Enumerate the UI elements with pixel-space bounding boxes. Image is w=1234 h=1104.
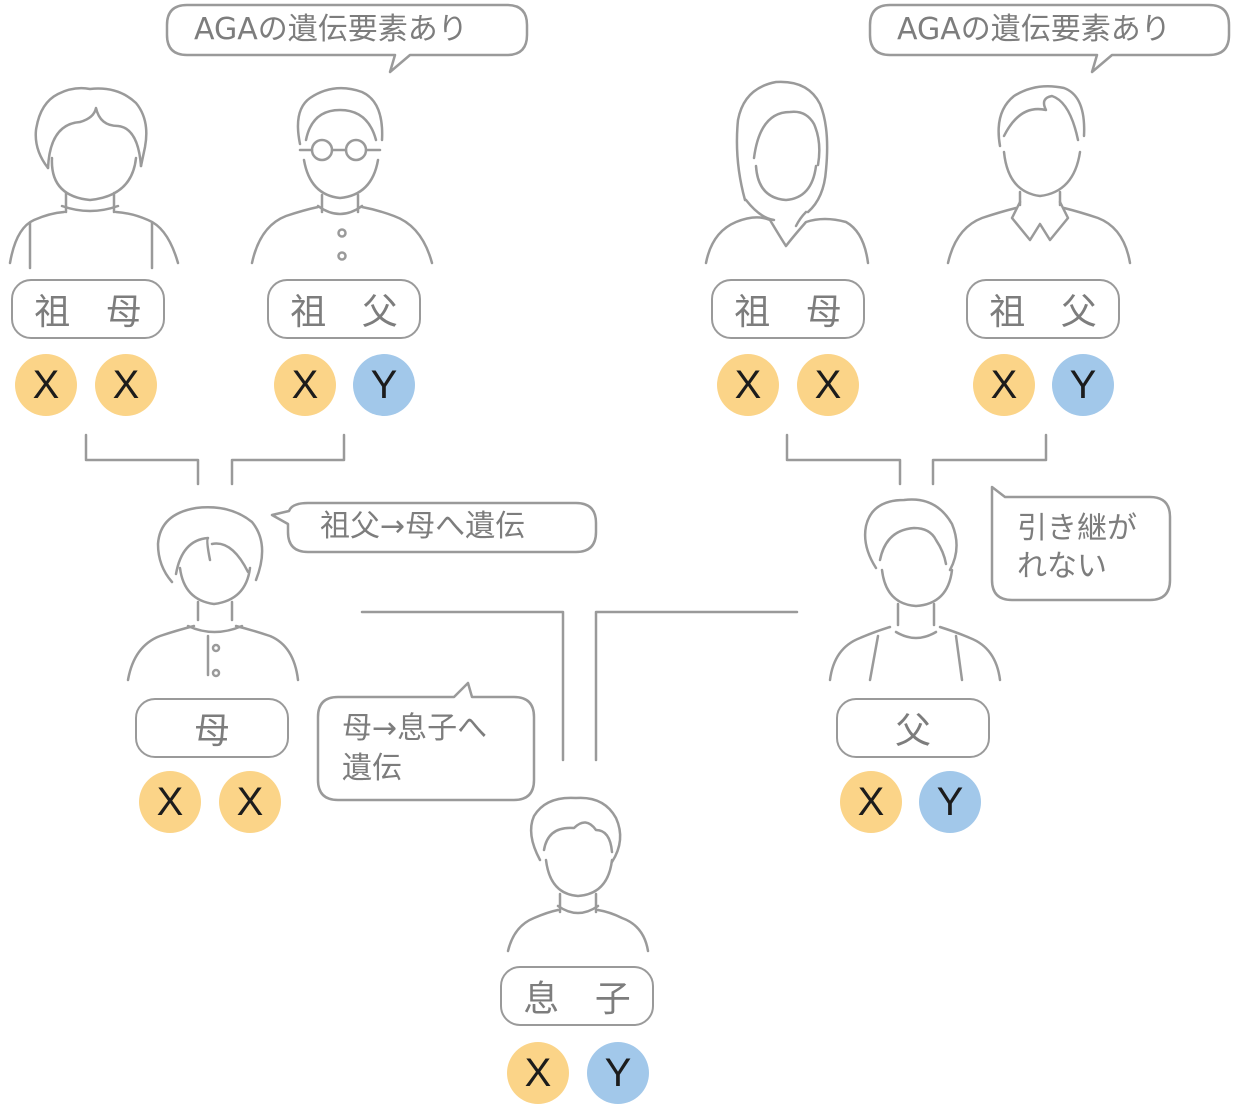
maternal-grandfather-label: 祖 父 [267,279,421,339]
father-no-inherit-note-line-1: 引き継が [1017,511,1137,546]
connector-paternal-grandparents [785,433,1048,486]
maternal-grandfather-chromosome-2: Y [353,354,415,416]
father-no-inherit-note-line-2: れない [1017,549,1107,584]
mother-chromosome-2: X [219,771,281,833]
mother-figure [126,506,300,682]
father-figure [828,498,1002,682]
maternal-grandfather-figure [250,86,434,265]
maternal-grandmother-label: 祖 母 [11,279,165,339]
mother-inherit-note: 祖父→母へ遺伝 [320,509,526,544]
bubble-father-no-inherit [990,485,1172,602]
connector-parents-to-son [360,610,799,762]
maternal-grandfather-note: AGAの遺伝要素あり [194,12,468,47]
paternal-grandfather-note: AGAの遺伝要素あり [897,12,1171,47]
bubble-mother-inherit [270,501,598,554]
paternal-grandfather-label: 祖 父 [966,279,1120,339]
connector-maternal-grandparents [84,433,346,486]
maternal-grandfather-chromosome-1: X [274,354,336,416]
son-inherit-note-line-1: 母→息子へ [342,711,488,746]
father-label: 父 [836,698,990,758]
bubble-maternal-grandfather [165,3,529,74]
son-chromosome-2: Y [587,1042,649,1104]
maternal-grandmother-figure [8,86,180,270]
mother-label: 母 [135,698,289,758]
paternal-grandmother-figure [704,80,870,265]
son-chromosome-1: X [507,1042,569,1104]
son-inherit-note-line-2: 遺伝 [342,751,402,786]
maternal-grandmother-chromosome-1: X [15,354,77,416]
son-label: 息 子 [500,966,654,1026]
father-chromosome-1: X [840,771,902,833]
paternal-grandmother-label: 祖 母 [711,279,865,339]
mother-chromosome-1: X [139,771,201,833]
paternal-grandfather-chromosome-2: Y [1052,354,1114,416]
bubble-son-inherit [316,681,536,802]
son-figure [506,796,650,953]
paternal-grandfather-chromosome-1: X [973,354,1035,416]
maternal-grandmother-chromosome-2: X [95,354,157,416]
paternal-grandfather-figure [946,85,1132,265]
paternal-grandmother-chromosome-1: X [717,354,779,416]
paternal-grandmother-chromosome-2: X [797,354,859,416]
bubble-paternal-grandfather [868,3,1231,74]
father-chromosome-2: Y [919,771,981,833]
